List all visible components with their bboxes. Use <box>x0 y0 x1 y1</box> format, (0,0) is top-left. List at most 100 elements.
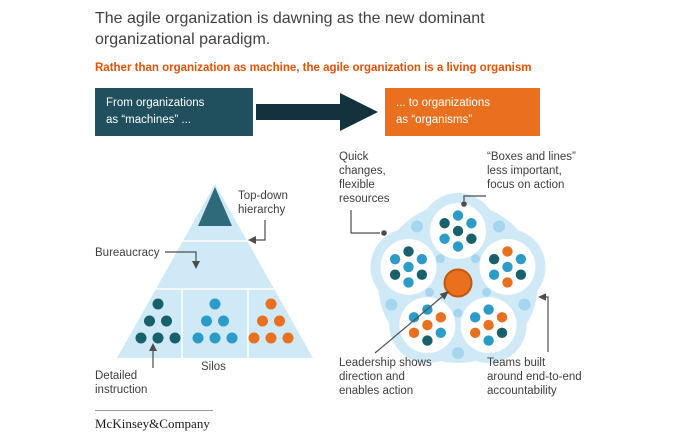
team-member-dot <box>452 210 464 221</box>
silo-dot <box>282 332 294 344</box>
team-member-dot <box>496 327 508 339</box>
exhibit-subtitle: Rather than organization as machine, the… <box>95 62 532 74</box>
team-circle <box>380 238 437 295</box>
label-quick-changes: Quick changes, flexible resources <box>339 151 390 205</box>
organism-bump <box>389 287 466 364</box>
silo-dot <box>201 315 212 327</box>
team-member-dot <box>452 225 464 237</box>
silo-dot <box>161 315 172 327</box>
organism-body <box>378 203 538 363</box>
organism-droplet <box>435 254 445 264</box>
team-member-dot <box>403 261 414 273</box>
silo-dot <box>135 332 147 344</box>
detailed-arrowhead <box>149 343 157 351</box>
boxes-lines-endpoint <box>461 201 467 207</box>
silo-dot <box>192 332 204 344</box>
silo-dot <box>152 298 164 310</box>
topdown-arrowhead <box>248 236 256 244</box>
team-member-dot <box>422 335 433 346</box>
top-down-apex-triangle <box>198 187 232 226</box>
silo-dot <box>265 298 277 310</box>
team-member-dot <box>483 335 494 346</box>
organism-petal <box>452 347 464 359</box>
leadership-center-circle <box>443 268 473 298</box>
team-member-dot <box>416 253 428 265</box>
team-member-dot <box>515 253 527 265</box>
page-title: The agile organization is dawning as the… <box>95 10 485 48</box>
organism-bump <box>450 287 527 364</box>
team-member-dot <box>403 246 414 257</box>
team-member-dot <box>416 269 428 280</box>
team-circle <box>399 297 456 354</box>
silo-dot <box>265 332 277 344</box>
label-silos: Silos <box>201 361 226 373</box>
transition-arrow <box>256 93 378 131</box>
leadership-connector <box>374 295 444 354</box>
team-member-dot <box>439 233 450 244</box>
team-member-dot <box>502 277 513 288</box>
team-member-dot <box>488 253 500 265</box>
teams-connector <box>546 296 549 352</box>
teams-arrowhead <box>538 293 546 301</box>
from-machines-box: From organizations as “machines” ... <box>95 88 253 136</box>
silo-dot <box>169 332 181 344</box>
label-boxes-and-lines: “Boxes and lines” less important, focus … <box>487 151 576 191</box>
team-member-dot <box>483 304 494 315</box>
team-member-dot <box>435 327 446 339</box>
quick-changes-endpoint <box>381 230 387 236</box>
team-member-dot <box>502 261 513 273</box>
silo-dot <box>226 332 238 344</box>
bureaucracy-connector <box>165 251 197 262</box>
team-member-dot <box>466 218 477 229</box>
silo-dot <box>209 298 221 310</box>
team-member-dot <box>439 218 450 229</box>
team-circle <box>430 203 486 259</box>
silo-dot-groups <box>135 298 294 344</box>
team-member-dot <box>483 319 494 331</box>
team-member-dot <box>466 233 477 244</box>
footer-divider <box>95 410 213 411</box>
organism-droplet <box>482 287 491 297</box>
organism-connectors <box>350 195 549 354</box>
team-clusters <box>380 203 536 354</box>
silo-dot <box>209 332 221 344</box>
team-member-dot <box>502 246 513 257</box>
team-member-dot <box>470 327 481 339</box>
label-bureaucracy: Bureaucracy <box>95 247 160 259</box>
bureaucracy-arrowhead <box>192 261 200 269</box>
organism-petal <box>385 298 398 311</box>
organism-petal <box>410 220 423 233</box>
team-member-dot <box>470 312 481 323</box>
silo-dot <box>152 332 164 344</box>
team-circle <box>460 297 517 354</box>
team-member-dot <box>389 253 401 265</box>
mckinsey-logo: McKinsey&Company <box>95 416 210 431</box>
organism-droplet <box>453 308 463 318</box>
silo-dot <box>144 315 155 327</box>
team-member-dot <box>496 312 508 323</box>
organism-bump <box>420 193 496 269</box>
team-member-dot <box>515 269 527 280</box>
silo-dot <box>248 332 260 344</box>
label-detailed-instruction: Detailed instruction <box>95 370 148 396</box>
team-circle <box>479 238 536 295</box>
label-top-down-hierarchy: Top-down hierarchy <box>238 190 288 216</box>
team-member-dot <box>422 319 433 331</box>
team-member-dot <box>408 327 420 339</box>
team-member-dot <box>452 241 464 252</box>
quick-changes-connector <box>350 210 380 234</box>
label-leadership: Leadership shows direction and enables a… <box>339 357 432 397</box>
to-organisms-box: ... to organizations as “organisms” <box>385 88 540 136</box>
topdown-connector <box>252 220 266 241</box>
silo-dot <box>257 315 268 327</box>
machine-connectors <box>149 220 266 368</box>
team-member-dot <box>435 312 446 323</box>
organism-droplet <box>471 254 481 264</box>
leadership-arrowhead <box>439 291 449 300</box>
team-member-dot <box>422 304 433 315</box>
team-member-dot <box>488 269 500 280</box>
label-teams: Teams built around end-to-end accountabi… <box>487 357 582 397</box>
organism-droplet <box>425 287 434 297</box>
team-member-dot <box>403 277 414 288</box>
